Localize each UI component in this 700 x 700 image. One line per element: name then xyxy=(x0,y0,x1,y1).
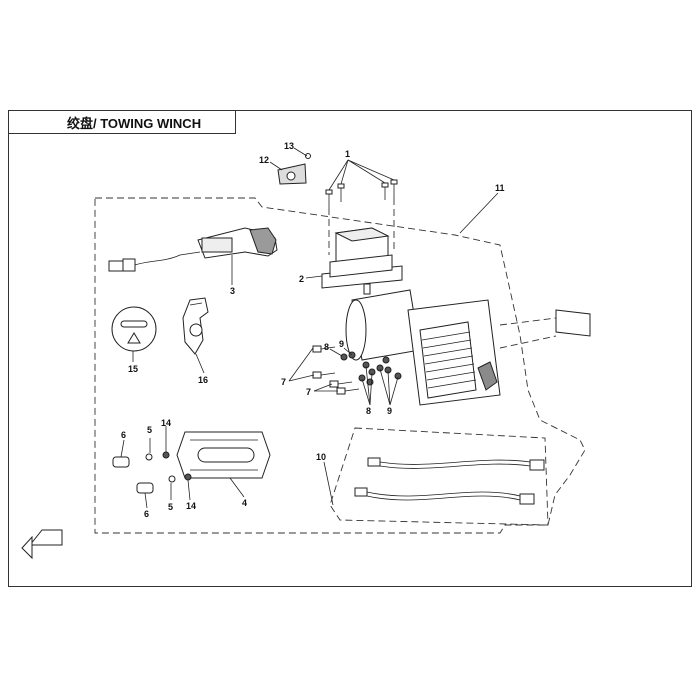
callout-12: 12 xyxy=(259,155,269,165)
cable-boundary xyxy=(329,427,549,526)
hook-part xyxy=(182,297,209,355)
callout-15: 15 xyxy=(128,364,138,374)
callout-9b: 9 xyxy=(387,406,392,416)
remote-switch-part xyxy=(108,227,278,272)
leader-lines xyxy=(120,147,499,509)
callout-6b: 6 xyxy=(144,509,149,519)
callout-14a: 14 xyxy=(161,418,171,428)
callout-10: 10 xyxy=(316,452,326,462)
callout-7a: 7 xyxy=(281,377,286,387)
callout-8b: 8 xyxy=(366,406,371,416)
fairlead-part xyxy=(112,431,271,494)
callout-9a: 9 xyxy=(339,339,344,349)
callout-2: 2 xyxy=(299,274,304,284)
callout-7b: 7 xyxy=(306,387,311,397)
callout-1: 1 xyxy=(345,149,350,159)
diagram-title: 绞盘/ TOWING WINCH xyxy=(8,110,236,134)
cover-part xyxy=(277,153,311,185)
front-arrow-icon xyxy=(21,529,63,560)
callout-13: 13 xyxy=(284,141,294,151)
bolts-group-1 xyxy=(325,179,398,255)
winch-part xyxy=(345,283,591,406)
callout-labels: 1 2 3 4 5 5 6 6 7 7 8 8 9 9 10 11 12 13 … xyxy=(121,141,505,519)
diagram-frame xyxy=(8,110,692,587)
callout-16: 16 xyxy=(198,375,208,385)
callout-8a: 8 xyxy=(324,342,329,352)
callout-5b: 5 xyxy=(168,502,173,512)
callout-14b: 14 xyxy=(186,501,196,511)
callout-11: 11 xyxy=(495,183,505,193)
assembly-boundary xyxy=(94,197,586,534)
cables-part xyxy=(354,457,545,505)
control-box-part xyxy=(321,227,403,289)
callout-5a: 5 xyxy=(147,425,152,435)
callout-4: 4 xyxy=(242,498,247,508)
callout-6a: 6 xyxy=(121,430,126,440)
callout-3: 3 xyxy=(230,286,235,296)
warning-label-part xyxy=(111,306,157,352)
